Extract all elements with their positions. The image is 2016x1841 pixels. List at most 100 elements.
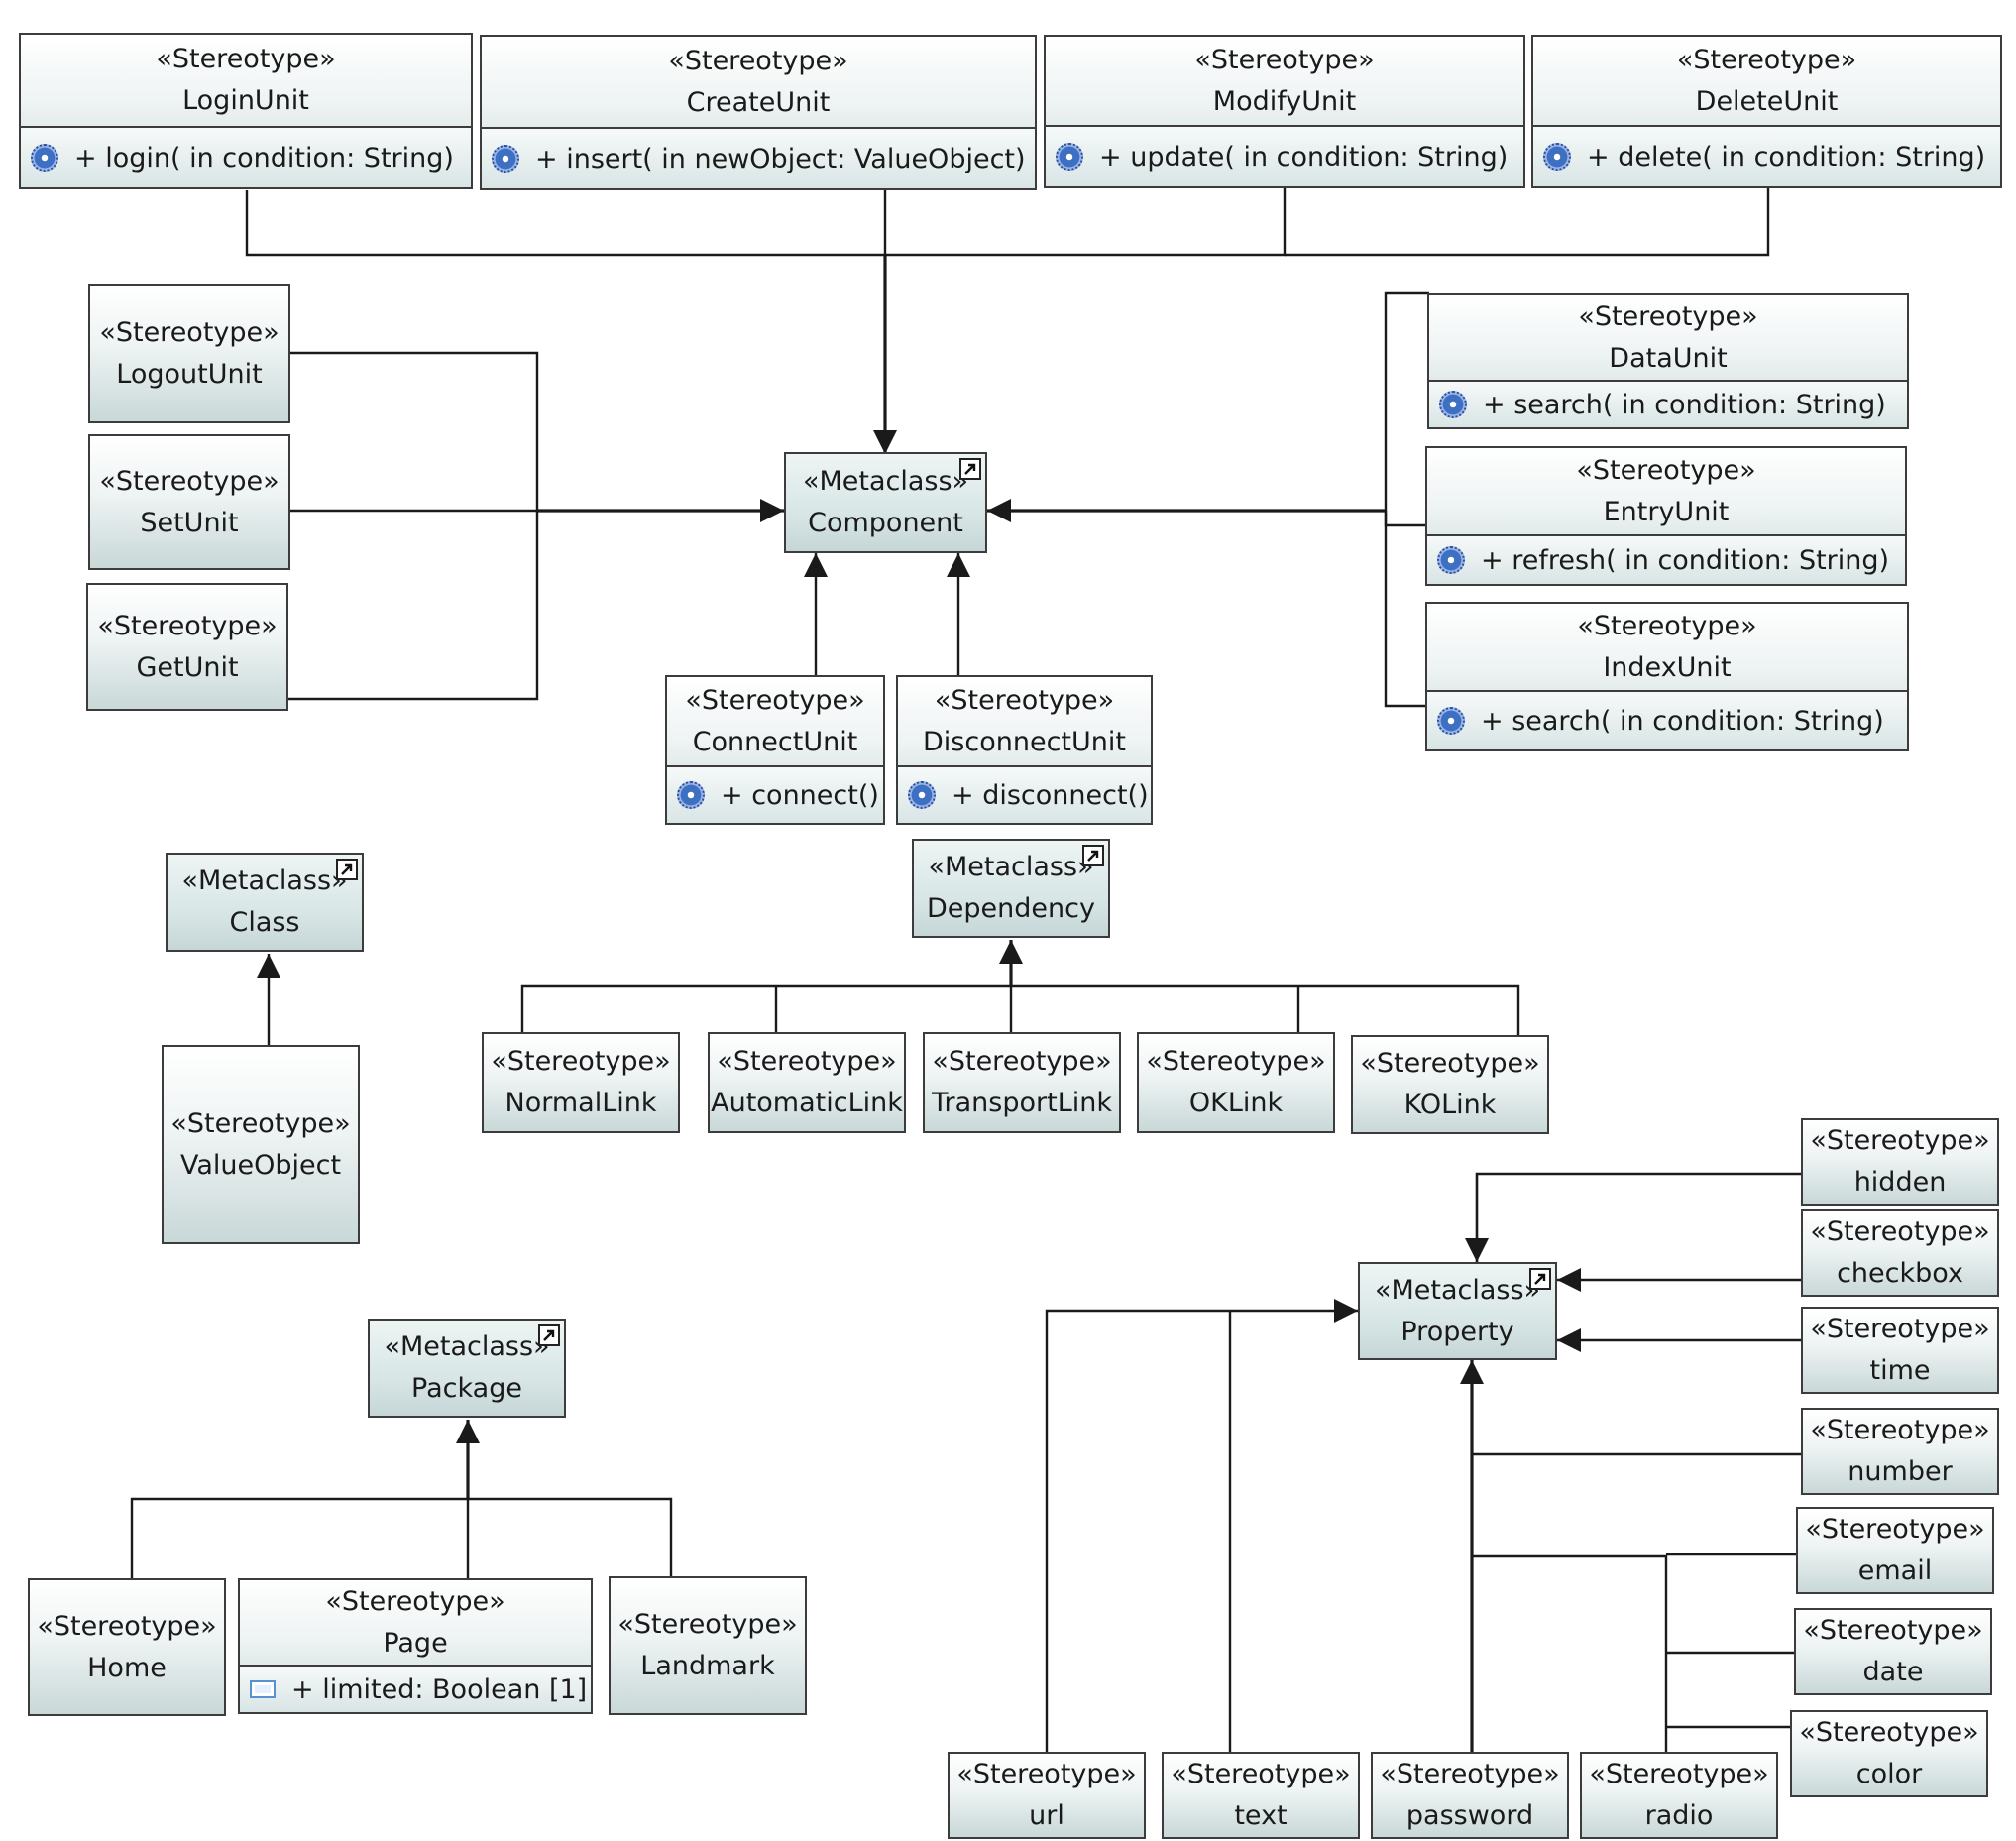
node-header: «Stereotype» TransportLink <box>925 1034 1119 1131</box>
link-normal-link <box>520 984 1520 1035</box>
node-name: radio <box>1644 1800 1714 1831</box>
stereotype-modify-unit[interactable]: «Stereotype» ModifyUnit + update( in con… <box>1044 35 1525 188</box>
operation-label: + refresh( in condition: String) <box>1481 544 1890 576</box>
stereotype-disconnect-unit[interactable]: «Stereotype» DisconnectUnit + disconnect… <box>896 675 1153 825</box>
stereotype-date[interactable]: «Stereotype» date <box>1794 1608 1992 1695</box>
node-name: password <box>1405 1800 1534 1831</box>
attribute-row[interactable]: + limited: Boolean [1] <box>240 1665 591 1712</box>
node-name: TransportLink <box>932 1088 1112 1118</box>
node-keyword: «Stereotype» <box>1576 454 1756 486</box>
operation-row[interactable]: + search( in condition: String) <box>1427 690 1907 749</box>
operation-row[interactable]: + refresh( in condition: String) <box>1427 534 1905 584</box>
node-header: «Stereotype» GetUnit <box>88 585 286 709</box>
metaclass-property[interactable]: «Metaclass» Property <box>1358 1262 1557 1360</box>
metaclass-dependency[interactable]: «Metaclass» Dependency <box>912 839 1110 938</box>
link-home <box>130 1497 673 1578</box>
node-header: «Stereotype» radio <box>1582 1754 1776 1837</box>
operation-icon <box>1437 546 1465 574</box>
node-header: «Stereotype» CreateUnit <box>482 37 1035 127</box>
stereotype-landmark[interactable]: «Stereotype» Landmark <box>609 1576 807 1715</box>
stereotype-time[interactable]: «Stereotype» time <box>1801 1307 1999 1394</box>
stereotype-home[interactable]: «Stereotype» Home <box>28 1578 226 1716</box>
operation-row[interactable]: + delete( in condition: String) <box>1533 125 2000 186</box>
node-keyword: «Stereotype» <box>1589 1759 1769 1789</box>
stereotype-checkbox[interactable]: «Stereotype» checkbox <box>1801 1209 1999 1297</box>
node-name: email <box>1857 1555 1933 1586</box>
stereotype-password[interactable]: «Stereotype» password <box>1371 1752 1569 1839</box>
node-name: color <box>1855 1759 1923 1789</box>
stereotype-set-unit[interactable]: «Stereotype» SetUnit <box>88 434 290 570</box>
link-index-unit <box>1384 511 1427 708</box>
stereotype-number[interactable]: «Stereotype» number <box>1801 1408 1999 1495</box>
stereotype-normal-link[interactable]: «Stereotype» NormalLink <box>482 1032 680 1133</box>
operation-icon <box>677 781 705 809</box>
stereotype-color[interactable]: «Stereotype» color <box>1790 1710 1988 1797</box>
operation-label: + disconnect() <box>952 779 1149 811</box>
link-data-unit <box>1384 291 1429 511</box>
node-keyword: «Stereotype» <box>1194 44 1375 75</box>
operation-row[interactable]: + insert( in newObject: ValueObject) <box>482 127 1035 188</box>
stereotype-create-unit[interactable]: «Stereotype» CreateUnit + insert( in new… <box>480 35 1037 190</box>
metaclass-component[interactable]: «Metaclass» Component <box>784 452 987 553</box>
node-keyword: «Stereotype» <box>1810 1415 1990 1445</box>
node-name: time <box>1869 1355 1931 1386</box>
link-radio <box>1472 1554 1668 1752</box>
node-header: «Stereotype» LogoutUnit <box>90 286 288 421</box>
node-name: ModifyUnit <box>1212 85 1357 117</box>
stereotype-value-object[interactable]: «Stereotype» ValueObject <box>162 1045 360 1244</box>
operation-row[interactable]: + login( in condition: String) <box>21 126 471 187</box>
operation-label: + login( in condition: String) <box>74 142 454 173</box>
stereotype-hidden[interactable]: «Stereotype» hidden <box>1801 1118 1999 1206</box>
node-name: Package <box>411 1373 522 1404</box>
stereotype-logout-unit[interactable]: «Stereotype» LogoutUnit <box>88 284 290 423</box>
node-header: «Stereotype» time <box>1803 1309 1997 1392</box>
stereotype-index-unit[interactable]: «Stereotype» IndexUnit + search( in cond… <box>1425 602 1909 751</box>
stereotype-get-unit[interactable]: «Stereotype» GetUnit <box>86 583 288 711</box>
stereotype-connect-unit[interactable]: «Stereotype» ConnectUnit + connect() <box>665 675 885 825</box>
node-keyword: «Stereotype» <box>1810 1125 1990 1156</box>
node-header: «Stereotype» color <box>1792 1712 1986 1795</box>
link-url <box>1045 1299 1358 1752</box>
operation-row[interactable]: + disconnect() <box>898 765 1151 823</box>
link-hidden <box>1465 1172 1801 1262</box>
operation-row[interactable]: + search( in condition: String) <box>1429 380 1907 427</box>
node-name: DeleteUnit <box>1695 85 1839 117</box>
stereotype-transport-link[interactable]: «Stereotype» TransportLink <box>923 1032 1121 1133</box>
node-name: EntryUnit <box>1603 496 1730 527</box>
node-name: ConnectUnit <box>692 726 858 757</box>
metaclass-class[interactable]: «Metaclass» Class <box>166 853 364 952</box>
stereotype-login-unit[interactable]: «Stereotype» LoginUnit + login( in condi… <box>19 33 473 189</box>
node-header: «Stereotype» SetUnit <box>90 436 288 568</box>
node-name: LoginUnit <box>182 85 309 116</box>
node-keyword: «Metaclass» <box>928 852 1094 882</box>
node-header: «Stereotype» AutomaticLink <box>710 1034 904 1131</box>
node-header: «Stereotype» url <box>950 1754 1144 1837</box>
operation-row[interactable]: + update( in condition: String) <box>1046 125 1523 186</box>
stereotype-data-unit[interactable]: «Stereotype» DataUnit + search( in condi… <box>1427 293 1909 429</box>
metaclass-package[interactable]: «Metaclass» Package <box>368 1319 566 1418</box>
node-name: Home <box>87 1652 167 1683</box>
node-name: Component <box>808 508 963 538</box>
stereotype-page[interactable]: «Stereotype» Page + limited: Boolean [1] <box>238 1578 593 1714</box>
stereotype-entry-unit[interactable]: «Stereotype» EntryUnit + refresh( in con… <box>1425 446 1907 586</box>
stereotype-text[interactable]: «Stereotype» text <box>1162 1752 1360 1839</box>
node-name: Page <box>383 1627 448 1659</box>
link-login-unit <box>245 190 884 257</box>
stereotype-ok-link[interactable]: «Stereotype» OKLink <box>1137 1032 1335 1133</box>
stereotype-automatic-link[interactable]: «Stereotype» AutomaticLink <box>708 1032 906 1133</box>
node-name: Landmark <box>640 1651 775 1681</box>
stereotype-ko-link[interactable]: «Stereotype» KOLink <box>1351 1035 1549 1134</box>
node-name: hidden <box>1853 1167 1947 1198</box>
node-header: «Stereotype» text <box>1164 1754 1358 1837</box>
stereotype-email[interactable]: «Stereotype» email <box>1796 1507 1994 1594</box>
stereotype-delete-unit[interactable]: «Stereotype» DeleteUnit + delete( in con… <box>1531 35 2002 188</box>
metaclass-link-icon <box>336 859 358 880</box>
node-name: KOLink <box>1403 1090 1497 1120</box>
stereotype-radio[interactable]: «Stereotype» radio <box>1580 1752 1778 1839</box>
node-name: Property <box>1400 1316 1514 1347</box>
operation-row[interactable]: + connect() <box>667 765 883 823</box>
stereotype-url[interactable]: «Stereotype» url <box>948 1752 1146 1839</box>
node-header: «Stereotype» Landmark <box>611 1578 805 1713</box>
node-keyword: «Stereotype» <box>1146 1046 1326 1077</box>
operation-icon <box>908 781 936 809</box>
